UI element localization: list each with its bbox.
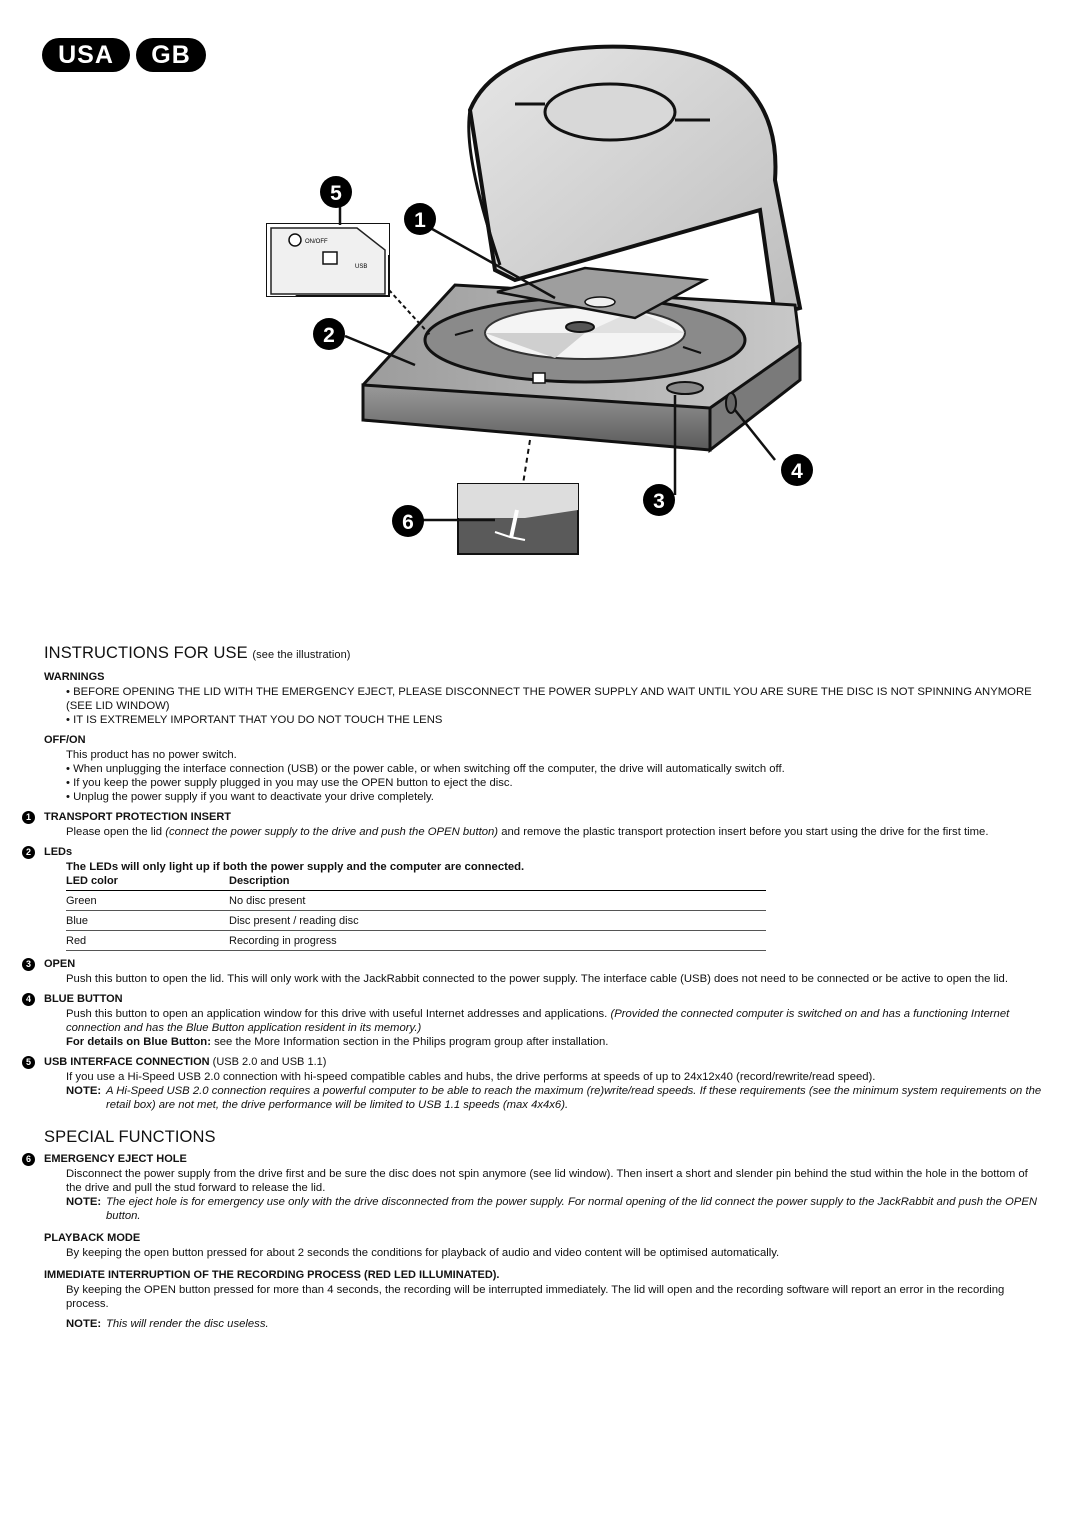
leds-note: The LEDs will only light up if both the …: [66, 861, 525, 873]
instructions-subtitle: (see the illustration): [252, 649, 351, 661]
warnings-title: WARNINGS: [44, 671, 105, 683]
badge-usa: USA: [42, 38, 130, 72]
table-row: Green No disc present: [66, 890, 766, 911]
blue-button-title-text: BLUE BUTTON: [44, 993, 123, 1005]
badge-gb: GB: [136, 38, 206, 72]
special-functions-heading: SPECIAL FUNCTIONS: [44, 1128, 216, 1146]
table-cell: Green: [66, 890, 229, 911]
table-cell: Blue: [66, 910, 229, 931]
interrupt-note: NOTE: This will render the disc useless.: [66, 1318, 269, 1330]
blue-button-shape: [725, 392, 737, 414]
warning-item: IT IS EXTREMELY IMPORTANT THAT YOU DO NO…: [66, 713, 1044, 727]
usb-title: 5 USB INTERFACE CONNECTION (USB 2.0 and …: [22, 1055, 1044, 1069]
lid: [467, 44, 803, 318]
playback-text: By keeping the open button pressed for a…: [66, 1247, 780, 1259]
usb-note: NOTE: A Hi-Speed USB 2.0 connection requ…: [66, 1085, 1042, 1111]
open-title-text: OPEN: [44, 958, 76, 970]
svg-text:5: 5: [330, 182, 342, 205]
playback-title: PLAYBACK MODE: [44, 1232, 141, 1244]
callout-4: 4: [781, 454, 813, 486]
table-header-row: LED color Description: [66, 874, 766, 891]
interrupt-text: By keeping the OPEN button pressed for m…: [66, 1284, 1005, 1310]
drive-base: [361, 266, 802, 454]
instructions-title: INSTRUCTIONS FOR USE: [44, 644, 248, 662]
table-cell: Recording in progress: [229, 930, 766, 951]
usb-text: If you use a Hi-Speed USB 2.0 connection…: [66, 1071, 876, 1083]
svg-text:2: 2: [323, 324, 335, 347]
svg-text:3: 3: [653, 490, 665, 513]
transport-text: Please open the lid (connect the power s…: [66, 826, 989, 838]
table-header-description: Description: [229, 874, 766, 891]
eject-title-text: EMERGENCY EJECT HOLE: [44, 1153, 187, 1165]
number-badge-2: 2: [22, 845, 35, 859]
eject-inset: [457, 439, 579, 555]
warning-item: BEFORE OPENING THE LID WITH THE EMERGENC…: [66, 685, 1044, 713]
offon-item: If you keep the power supply plugged in …: [66, 776, 1044, 790]
offon-intro: This product has no power switch.: [66, 749, 237, 761]
blue-button-details: For details on Blue Button: see the More…: [66, 1036, 609, 1048]
offon-title: OFF/ON: [44, 734, 86, 746]
instructions-heading: INSTRUCTIONS FOR USE (see the illustrati…: [44, 644, 1044, 662]
table-cell: Red: [66, 930, 229, 951]
svg-text:4: 4: [791, 460, 803, 483]
offon-item: When unplugging the interface connection…: [66, 762, 1044, 776]
led-table: LED color Description Green No disc pres…: [66, 874, 766, 951]
callout-6: 6: [392, 505, 424, 537]
rear-panel-inset: ON/OFF USB: [266, 223, 431, 336]
number-badge-6: 6: [22, 1152, 35, 1166]
eject-text: Disconnect the power supply from the dri…: [66, 1168, 1028, 1194]
open-title: 3 OPEN: [22, 957, 1044, 971]
blue-button-title: 4 BLUE BUTTON: [22, 992, 1044, 1006]
transport-title: 1 TRANSPORT PROTECTION INSERT: [22, 810, 1044, 824]
svg-text:1: 1: [414, 209, 426, 232]
table-cell: Disc present / reading disc: [229, 910, 766, 931]
onoff-label: ON/OFF: [305, 239, 328, 245]
number-badge-1: 1: [22, 810, 35, 824]
drive-illustration: ON/OFF USB 5 1 2 4: [266, 44, 813, 555]
lid-window: [543, 82, 677, 142]
callout-3: 3: [643, 484, 675, 516]
number-badge-4: 4: [22, 992, 35, 1006]
usb-label: USB: [355, 264, 367, 270]
callout-1: 1: [404, 203, 436, 235]
blue-button-text: Push this button to open an application …: [66, 1008, 1010, 1034]
number-badge-3: 3: [22, 957, 35, 971]
eject-note: NOTE: The eject hole is for emergency us…: [66, 1196, 1038, 1222]
eject-title: 6 EMERGENCY EJECT HOLE: [22, 1152, 1044, 1166]
leds-title: 2 LEDs: [22, 845, 1044, 859]
callout-2: 2: [313, 318, 345, 350]
open-text: Push this button to open the lid. This w…: [66, 973, 1008, 985]
table-row: Blue Disc present / reading disc: [66, 910, 766, 931]
table-cell: No disc present: [229, 890, 766, 911]
transport-title-text: TRANSPORT PROTECTION INSERT: [44, 811, 232, 823]
table-header-led-color: LED color: [66, 874, 229, 891]
interrupt-title: IMMEDIATE INTERRUPTION OF THE RECORDING …: [44, 1269, 500, 1281]
instructions-content: INSTRUCTIONS FOR USE (see the illustrati…: [22, 644, 1044, 1331]
svg-text:6: 6: [402, 511, 414, 534]
callout-5: 5: [320, 176, 352, 208]
number-badge-5: 5: [22, 1055, 35, 1069]
open-button-shape: [666, 381, 704, 395]
usb-title-text: USB INTERFACE CONNECTION: [44, 1056, 210, 1068]
table-row: Red Recording in progress: [66, 930, 766, 951]
offon-item: Unplug the power supply if you want to d…: [66, 790, 1044, 804]
leds-title-text: LEDs: [44, 846, 73, 858]
usb-title-suffix: (USB 2.0 and USB 1.1): [209, 1056, 327, 1068]
